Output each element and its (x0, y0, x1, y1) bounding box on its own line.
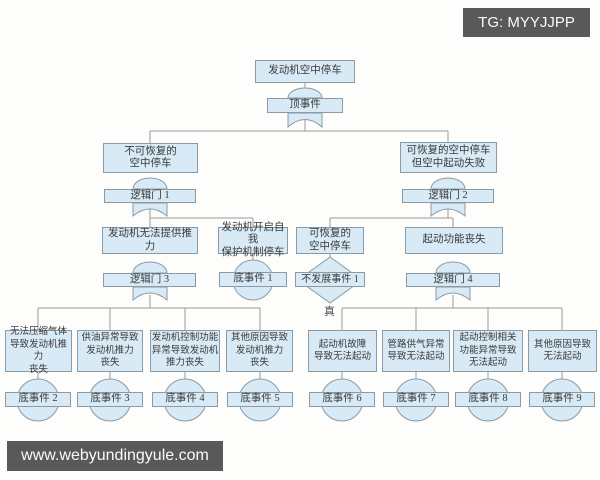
event-text: 供油异常导致 (81, 333, 139, 344)
event-text: 起动功能丧失 (422, 234, 486, 246)
event-text: 丧失 (249, 358, 269, 369)
event-box-cause8: 起动控制相关 功能异常导致 无法起动 (453, 330, 523, 372)
event-box-recoverable: 可恢复的 空中停车 (296, 227, 364, 254)
event-text: 丧失 (28, 364, 48, 375)
event-box-recoverable-restart-fail: 可恢复的空中停车 但空中起动失败 (400, 142, 497, 173)
label-basic4: 底事件 4 (152, 392, 218, 407)
event-box-unrecoverable: 不可恢复的 空中停车 (103, 143, 198, 173)
label-gate1: 逻辑门 1 (104, 189, 196, 203)
event-text: 空中停车 (129, 158, 172, 169)
label-basic7: 底事件 7 (383, 392, 449, 407)
event-box-cause2: 无法压缩气体 导致发动机推力 丧失 (5, 327, 72, 375)
event-text: 其他原因导致 (230, 333, 288, 344)
label-undeveloped1: 不发展事件 1 (295, 272, 365, 287)
event-text: 但空中起动失败 (411, 157, 486, 169)
event-text: 异常导致发动机 (151, 345, 219, 356)
event-text: 起动控制相关 (459, 333, 517, 344)
event-text: 功能异常导致 (459, 345, 517, 356)
event-box-cause4: 发动机控制功能 异常导致发动机 推力丧失 (150, 330, 220, 372)
event-text: 导致发动机推力 (9, 339, 67, 363)
event-text: 发动机控制功能 (151, 333, 219, 344)
label-gate4: 逻辑门 4 (406, 273, 500, 287)
event-text: 发动机推力 (86, 345, 134, 356)
label-basic9: 底事件 9 (529, 392, 595, 407)
event-text: 无法起动 (468, 358, 507, 369)
label-gate2: 逻辑门 2 (402, 189, 494, 203)
event-text: 发动机空中停车 (268, 65, 342, 77)
event-text: 导致无法起动 (313, 352, 371, 362)
label-top-gate: 顶事件 (267, 98, 343, 113)
event-box-top: 发动机空中停车 (255, 60, 355, 83)
label-basic1: 底事件 1 (219, 272, 287, 287)
event-text: 无法起动 (543, 352, 582, 362)
event-box-self-protect: 发动机开启自我 保护机制停车 (218, 222, 288, 258)
label-basic8: 底事件 8 (455, 392, 521, 407)
event-text: 推力丧失 (165, 358, 204, 369)
or-gate-1 (132, 177, 168, 218)
event-box-cause7: 管路供气异常 导致无法起动 (382, 330, 450, 372)
label-basic6: 底事件 6 (309, 392, 375, 407)
label-basic2: 底事件 2 (5, 392, 71, 407)
event-box-cause9: 其他原因导致 无法起动 (528, 330, 597, 372)
or-gate-3 (132, 261, 168, 302)
event-box-no-thrust: 发动机无法提供推力 (102, 227, 198, 254)
or-gate-4 (435, 261, 471, 302)
event-text: 可恢复的 (309, 228, 351, 239)
event-text: 空中停车 (309, 240, 351, 252)
event-box-cause3: 供油异常导致 发动机推力 丧失 (77, 330, 143, 372)
event-text: 可恢复的空中停车 (406, 145, 491, 156)
event-text: 发动机开启自我 (221, 221, 285, 246)
event-box-cause5: 其他原因导致 发动机推力 丧失 (226, 330, 293, 372)
or-gate-top (287, 87, 323, 129)
event-text: 起动机故障 (318, 339, 367, 350)
event-box-cause6: 起动机故障 导致无法起动 (308, 330, 377, 372)
event-text: 发动机无法提供推力 (108, 228, 192, 252)
event-box-start-loss: 起动功能丧失 (405, 227, 503, 254)
event-text: 不可恢复的 (124, 145, 177, 157)
event-text: 无法压缩气体 (9, 327, 67, 337)
label-basic3: 底事件 3 (77, 392, 143, 407)
event-text: 保护机制停车 (221, 246, 285, 258)
or-gate-2 (430, 177, 466, 218)
undeveloped-true-note: 真 (324, 306, 335, 318)
site-watermark: www.webyundingyule.com (7, 441, 223, 471)
label-basic5: 底事件 5 (227, 392, 293, 407)
event-text: 发动机推力 (235, 345, 284, 356)
tg-watermark-badge: TG: MYYJJPP (463, 8, 590, 37)
event-text: 丧失 (100, 358, 120, 369)
event-text: 其他原因导致 (533, 339, 591, 350)
event-text: 管路供气异常 (387, 339, 445, 350)
label-gate3: 逻辑门 3 (103, 273, 196, 287)
event-text: 导致无法起动 (387, 352, 445, 362)
